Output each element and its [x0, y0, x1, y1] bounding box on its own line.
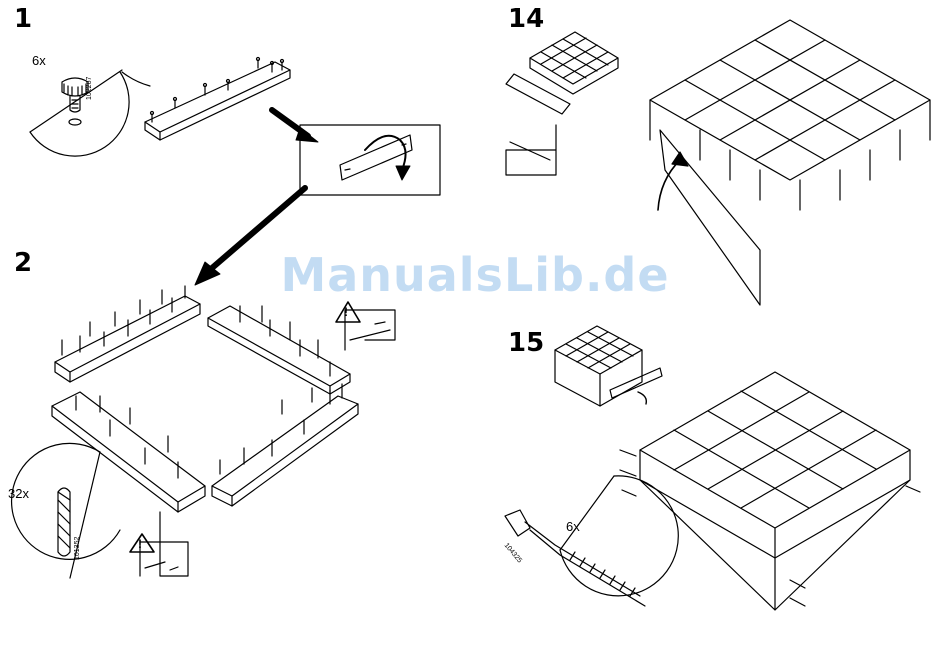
- step-number-15: 15: [508, 330, 544, 356]
- step2-panel-bottom-right: [212, 384, 358, 506]
- step-number-14: 14: [508, 6, 544, 32]
- step2-panel-bottom-left: [52, 392, 205, 512]
- warning-icon-bottom: !: [138, 538, 142, 550]
- step15-shelf-icon: [555, 326, 662, 406]
- step1-quantity: 6x: [32, 54, 46, 67]
- rotate-inset: [300, 125, 440, 195]
- watermark-text: ManualsLib.de: [0, 248, 950, 302]
- step1-arrow-right: [272, 110, 318, 142]
- step14-grid-icon: [506, 32, 618, 175]
- step-number-1: 1: [14, 6, 32, 32]
- step2-quantity: 32x: [8, 487, 29, 500]
- step2-part-code: 101352: [74, 537, 81, 560]
- step2-dowel-circle: [12, 443, 120, 578]
- step1-part-code: 102267: [86, 77, 93, 100]
- warning-icon-top: !: [344, 306, 348, 318]
- step1-panel: [145, 58, 290, 141]
- step2-panel-top-right: [208, 306, 350, 394]
- step15-quantity: 6x: [566, 520, 580, 533]
- step15-screw-circle: [505, 476, 678, 606]
